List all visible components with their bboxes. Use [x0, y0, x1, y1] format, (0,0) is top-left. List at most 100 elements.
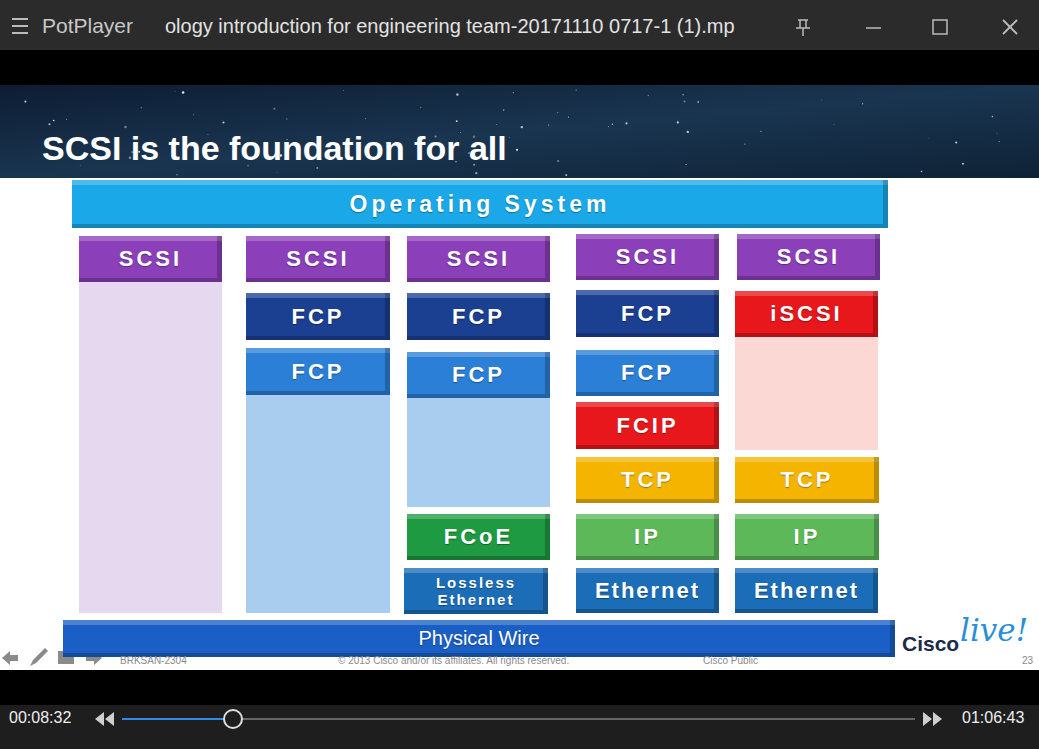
star	[24, 101, 26, 103]
protocol-layer: FCIP	[576, 402, 719, 449]
star	[955, 141, 957, 143]
layer-label: Physical Wire	[418, 627, 539, 650]
star	[509, 137, 510, 138]
copyright-note: © 2013 Cisco and/or its affiliates. All …	[338, 655, 569, 666]
star	[140, 107, 142, 109]
star	[833, 123, 835, 125]
star	[962, 163, 964, 165]
star	[648, 95, 650, 97]
star	[66, 119, 67, 120]
fcp-column	[407, 396, 550, 507]
control-bar	[0, 705, 1039, 749]
layer-label: TCP	[781, 467, 834, 492]
star	[697, 101, 699, 103]
star	[316, 167, 318, 169]
app-name: PotPlayer	[42, 14, 133, 38]
menu-icon	[12, 19, 28, 33]
layer-label: SCSI	[777, 244, 840, 269]
star	[516, 149, 518, 151]
classification-note: Cisco Public	[703, 655, 758, 666]
protocol-layer: SCSI	[79, 236, 222, 282]
maximize-icon	[933, 20, 947, 34]
layer-label: Operating System	[350, 191, 611, 217]
total-time: 01:06:43	[962, 709, 1024, 727]
layer-label: FCP	[292, 304, 345, 329]
protocol-layer: FCoE	[407, 514, 550, 560]
layer-label: SCSI	[119, 246, 182, 271]
protocol-layer: SCSI	[737, 234, 880, 280]
star	[364, 118, 366, 120]
protocol-layer: FCP	[576, 290, 719, 337]
star	[276, 171, 278, 173]
star	[456, 93, 459, 96]
layer-label: Ethernet	[595, 578, 700, 603]
protocol-layer: TCP	[735, 457, 879, 503]
star	[343, 89, 345, 91]
scsi-column	[79, 280, 222, 613]
star	[862, 103, 863, 104]
session-code: BRKSAN-2304	[120, 655, 187, 666]
star	[568, 117, 569, 118]
star	[921, 171, 922, 172]
star	[48, 123, 50, 125]
protocol-layer: FCP	[246, 293, 390, 340]
protocol-layer: IP	[735, 514, 879, 560]
star	[608, 126, 610, 128]
os-band: Operating System	[72, 180, 888, 228]
star	[496, 124, 498, 126]
logo-text: live!	[960, 612, 1028, 648]
layer-label: IP	[794, 524, 821, 549]
pin-icon	[796, 20, 810, 36]
layer-label: SCSI	[447, 246, 510, 271]
layer-label: Lossless Ethernet	[412, 574, 540, 609]
title-bar	[0, 0, 1039, 50]
fcp-column	[246, 393, 390, 613]
star	[182, 91, 185, 94]
star	[565, 174, 567, 176]
layer-label: SCSI	[616, 244, 679, 269]
star	[53, 120, 55, 122]
star	[513, 92, 514, 93]
star	[548, 125, 549, 126]
protocol-layer: Ethernet	[735, 568, 878, 613]
minimize-icon	[866, 27, 881, 29]
star	[273, 108, 275, 110]
protocol-layer: FCP	[576, 350, 719, 396]
layer-label: FCoE	[444, 524, 513, 549]
layer-label: TCP	[621, 467, 674, 492]
star	[744, 144, 745, 145]
star	[475, 172, 477, 174]
star	[557, 160, 559, 162]
layer-label: Ethernet	[754, 578, 859, 603]
protocol-layer: IP	[576, 514, 719, 560]
star	[683, 101, 685, 103]
star	[124, 126, 127, 129]
star	[420, 107, 422, 109]
star	[677, 121, 679, 123]
forward-icon	[923, 712, 942, 726]
elapsed-time: 00:08:32	[9, 709, 71, 727]
star	[760, 131, 761, 132]
window-title: ology introduction for engineering team-…	[165, 15, 735, 38]
layer-label: FCIP	[616, 413, 678, 438]
star	[222, 122, 224, 124]
iscsi-column	[735, 335, 878, 450]
rewind-icon	[95, 712, 114, 726]
star	[521, 126, 523, 128]
star	[821, 99, 822, 100]
star	[612, 124, 613, 125]
protocol-layer: FCP	[407, 293, 550, 340]
layer-label: FCP	[621, 360, 674, 385]
protocol-layer: FCP	[407, 352, 550, 398]
star	[576, 89, 577, 90]
slide-header	[0, 85, 1039, 178]
protocol-layer: TCP	[576, 457, 719, 503]
star	[174, 90, 176, 92]
star	[456, 120, 458, 122]
protocol-layer: SCSI	[576, 234, 719, 280]
seek-progress	[122, 718, 233, 720]
layer-label: FCP	[621, 301, 674, 326]
star	[992, 116, 994, 118]
slide-number: 23	[1022, 655, 1033, 666]
